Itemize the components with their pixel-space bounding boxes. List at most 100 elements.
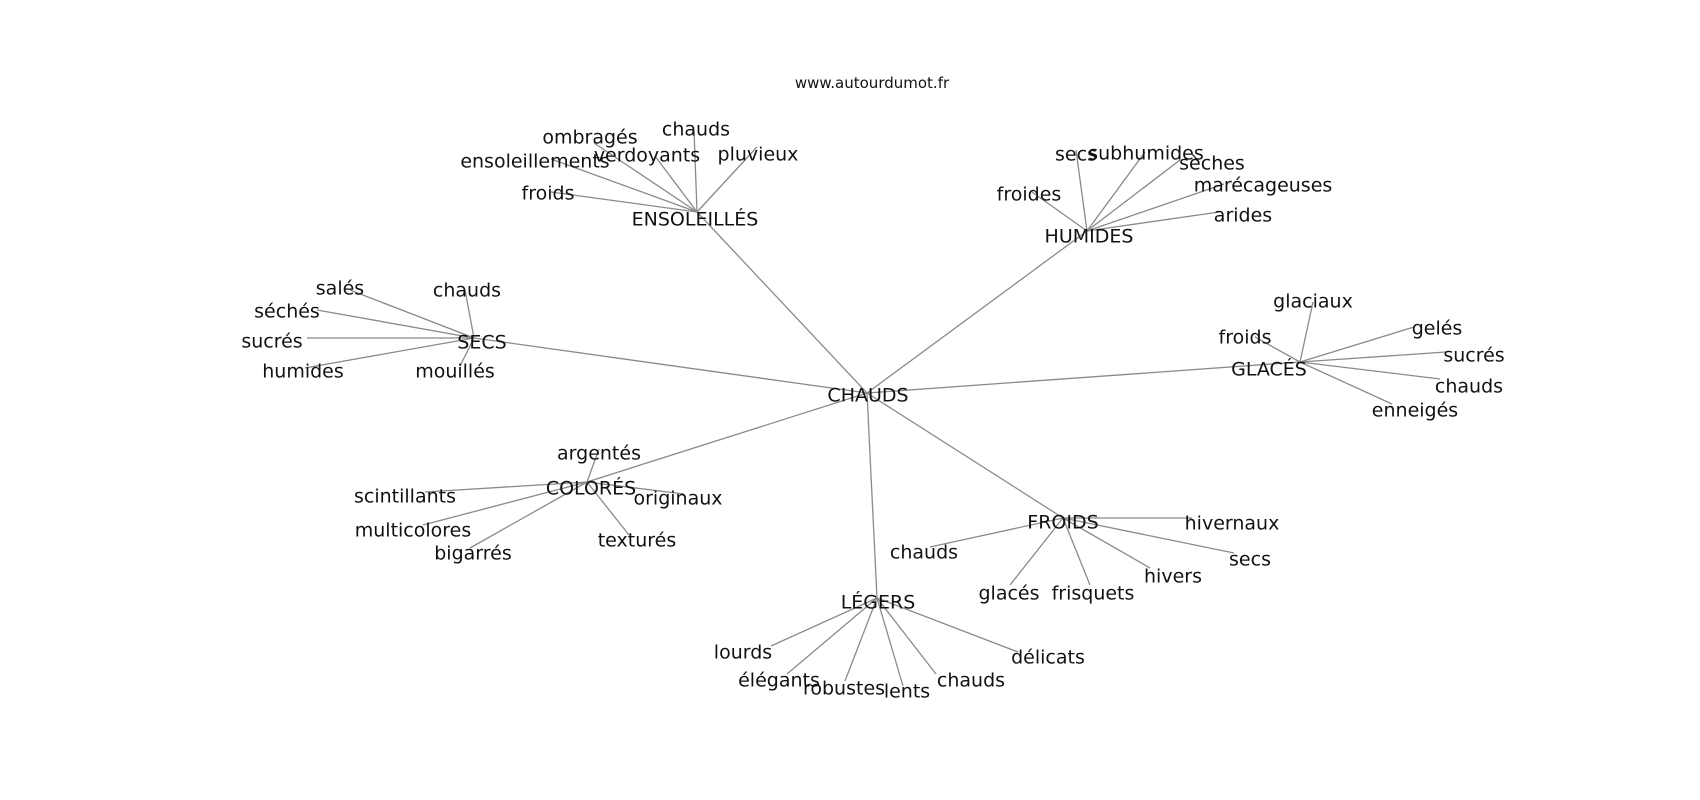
- word-label-ensoleilles-3: pluvieux: [718, 144, 799, 166]
- word-label-humides-3: marécageuses: [1194, 175, 1333, 197]
- edge-secs-word-4: [304, 337, 475, 369]
- word-label-colores-0: argentés: [557, 443, 641, 465]
- word-label-froids-5: frisquets: [1052, 583, 1135, 605]
- edge-secs-word-2: [316, 309, 475, 339]
- word-label-glaces-1: froids: [1219, 327, 1272, 349]
- node-labels: ombragés chauds verdoyants pluvieux ensoleil…: [241, 119, 1504, 703]
- edge-ensoleilles-word-0: [593, 142, 698, 213]
- edge-glaces-word-3: [1299, 351, 1447, 363]
- cluster-label-colores: COLORÉS: [546, 477, 636, 500]
- word-label-froids-2: secs: [1229, 549, 1271, 571]
- word-label-secs-3: sucrés: [241, 331, 302, 353]
- word-label-glaces-0: glaciaux: [1273, 291, 1353, 313]
- edge-humides-word-3: [1086, 183, 1225, 232]
- site-url-label: www.autourdumot.fr: [795, 74, 950, 92]
- edge-secs-word-5: [459, 337, 475, 367]
- edge-legers-word-2: [786, 597, 878, 675]
- edge-center-ensoleilles: [696, 211, 868, 394]
- edge-humides-word-5: [1086, 211, 1220, 232]
- word-label-colores-2: originaux: [633, 488, 722, 510]
- word-label-humides-4: froides: [997, 184, 1062, 206]
- word-label-humides-2: sèches: [1179, 153, 1245, 175]
- edge-colores-word-0: [586, 448, 600, 483]
- edge-humides-word-1: [1086, 151, 1146, 232]
- word-label-legers-1: délicats: [1011, 647, 1085, 669]
- edges: [304, 129, 1447, 687]
- edge-glaces-word-5: [1299, 361, 1393, 405]
- edge-humides-word-4: [1031, 191, 1088, 232]
- edge-center-colores: [586, 392, 868, 483]
- word-label-ensoleilles-4: ensoleillements: [460, 151, 609, 173]
- cluster-label-secs: SECS: [457, 332, 506, 354]
- word-label-legers-4: robustes: [803, 678, 885, 700]
- edge-center-froids: [866, 392, 1064, 519]
- cluster-label-glaces: GLACÉS: [1231, 358, 1307, 381]
- word-label-glaces-4: chauds: [1435, 376, 1503, 398]
- word-label-secs-0: salés: [316, 278, 364, 300]
- word-label-legers-0: lourds: [714, 642, 772, 664]
- edge-center-secs: [473, 337, 868, 394]
- word-label-froids-1: chauds: [890, 542, 958, 564]
- word-label-humides-5: arides: [1214, 205, 1272, 227]
- edge-colores-word-1: [424, 481, 588, 493]
- word-label-legers-2: élégants: [738, 670, 820, 692]
- edge-ensoleilles-word-2: [654, 155, 698, 213]
- word-label-secs-2: séchés: [254, 301, 320, 323]
- word-label-ensoleilles-2: verdoyants: [594, 145, 700, 167]
- word-label-colores-4: bigarrés: [434, 543, 512, 565]
- edge-froids-word-4: [1009, 517, 1064, 586]
- edge-froids-word-3: [1062, 517, 1151, 569]
- edge-glaces-word-4: [1299, 361, 1441, 380]
- center-node-label: CHAUDS: [827, 385, 908, 407]
- edge-ensoleilles-word-4: [550, 158, 698, 213]
- word-label-colores-5: texturés: [598, 530, 677, 552]
- edge-colores-word-3: [422, 481, 588, 526]
- word-label-colores-3: multicolores: [355, 520, 472, 542]
- word-label-glaces-5: enneigés: [1372, 400, 1458, 422]
- word-label-froids-0: hivernaux: [1185, 513, 1280, 535]
- edge-froids-word-1: [929, 517, 1064, 548]
- edge-glaces-word-1: [1254, 336, 1301, 363]
- word-label-ensoleilles-5: froids: [522, 183, 575, 205]
- edge-legers-word-4: [844, 597, 878, 682]
- word-label-froids-3: hivers: [1144, 566, 1202, 588]
- edge-glaces-word-0: [1299, 301, 1314, 363]
- edge-colores-word-2: [586, 481, 685, 495]
- word-label-legers-5: lents: [884, 681, 930, 703]
- edge-ensoleilles-word-1: [693, 129, 698, 213]
- edge-glaces-word-2: [1299, 326, 1415, 363]
- cluster-label-humides: HUMIDES: [1045, 226, 1134, 248]
- word-label-secs-4: humides: [262, 361, 344, 383]
- edge-legers-word-1: [876, 597, 1019, 653]
- word-label-humides-0: secs: [1055, 144, 1097, 166]
- edge-humides-word-0: [1075, 149, 1088, 232]
- cluster-label-ensoleilles: ENSOLEILLÉS: [632, 208, 759, 231]
- edge-colores-word-4: [469, 481, 588, 549]
- edge-secs-word-0: [349, 289, 475, 339]
- edge-center-humides: [866, 230, 1088, 394]
- edge-center-glaces: [866, 361, 1301, 394]
- cluster-label-froids: FROIDS: [1027, 512, 1098, 534]
- word-label-legers-3: chauds: [937, 670, 1005, 692]
- edge-humides-word-2: [1086, 159, 1181, 232]
- edge-legers-word-5: [876, 597, 904, 687]
- edge-colores-word-5: [586, 481, 630, 536]
- edge-center-legers: [866, 392, 878, 599]
- word-label-colores-1: scintillants: [354, 486, 456, 508]
- word-label-humides-1: subhumides: [1088, 143, 1204, 165]
- word-label-glaces-2: gelés: [1412, 318, 1463, 340]
- word-label-ensoleilles-0: ombragés: [542, 127, 637, 149]
- edge-legers-word-0: [770, 597, 878, 647]
- word-label-glaces-3: sucrés: [1443, 345, 1504, 367]
- word-label-secs-1: chauds: [433, 280, 501, 302]
- edge-secs-word-1: [464, 289, 475, 339]
- edge-froids-word-2: [1062, 517, 1235, 554]
- word-label-secs-5: mouillés: [415, 361, 495, 383]
- cluster-label-legers: LÉGERS: [841, 591, 916, 614]
- word-label-froids-4: glacés: [978, 583, 1039, 605]
- edge-ensoleilles-word-5: [550, 191, 698, 213]
- word-label-ensoleilles-1: chauds: [662, 119, 730, 141]
- edge-ensoleilles-word-3: [696, 146, 758, 213]
- edge-froids-word-5: [1062, 517, 1091, 586]
